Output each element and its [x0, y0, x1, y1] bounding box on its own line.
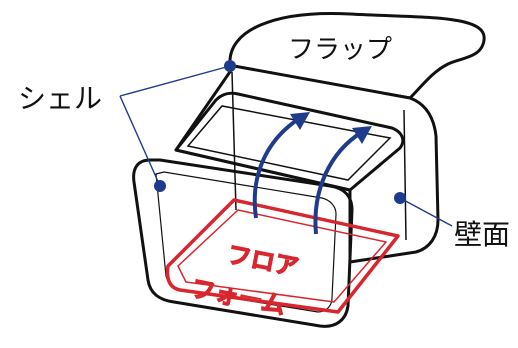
flap-label: フラップ: [288, 35, 392, 65]
floor-foam-inner: [177, 209, 387, 303]
back-left-edge: [231, 71, 237, 211]
shell-leader-upper: [119, 65, 231, 97]
airflow-arrow-right: [313, 130, 364, 235]
shell-leader-lower: [119, 95, 161, 187]
airflow-arrowhead-left: [290, 112, 310, 130]
airflow-arrowhead-right: [352, 126, 372, 144]
shell-dot-upper: [224, 60, 236, 72]
wall-dot: [394, 192, 406, 204]
shell-label: シェル: [18, 82, 102, 115]
floor-foam-label-line1: フロア: [225, 240, 301, 281]
wall-leader: [399, 197, 453, 227]
airflow-arrow-left: [252, 116, 302, 219]
floor-foam-outline: [165, 198, 400, 314]
shell-front-outline: [132, 158, 354, 328]
back-right-edge: [403, 109, 407, 241]
shell-dot-lower: [154, 180, 166, 192]
wall-label: 壁面: [454, 218, 510, 251]
shell-rim-inner: [186, 105, 392, 181]
